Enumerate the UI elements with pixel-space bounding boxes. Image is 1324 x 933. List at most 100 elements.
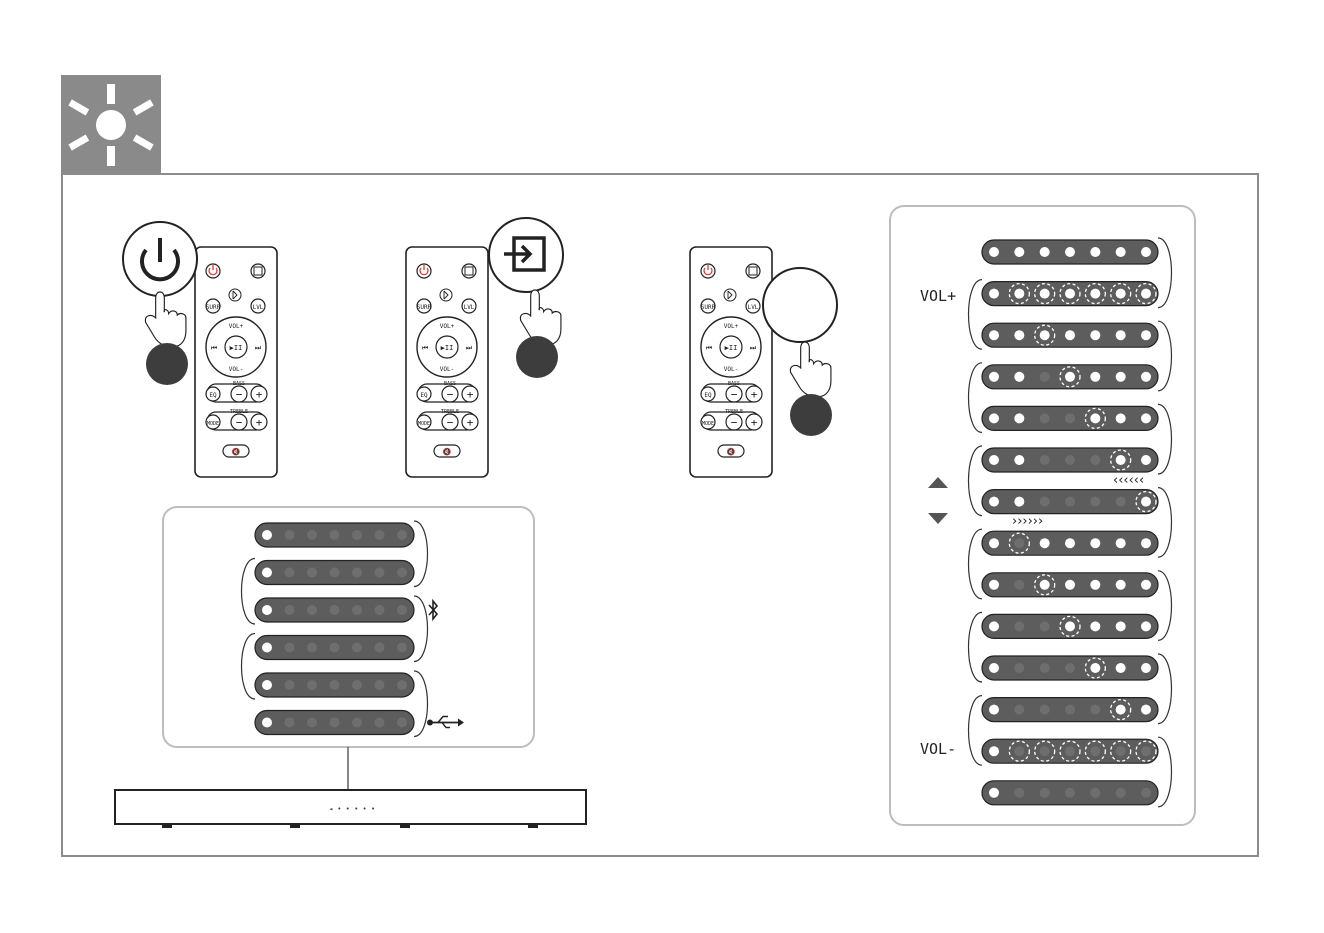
led-7: [397, 605, 407, 615]
treble-label: TREBLE: [725, 409, 743, 415]
play-pause-icon: ▶II: [441, 344, 454, 352]
led-2: [1014, 497, 1024, 507]
surr-button-label: SURR: [701, 304, 716, 311]
bass-label: BASS: [728, 381, 740, 387]
previous-icon: ⏮: [706, 344, 712, 352]
shift-right-arrows: ››››››: [1012, 514, 1043, 529]
treble-minus-label: −: [236, 416, 243, 429]
step-3-marker: [790, 394, 832, 436]
next-icon: ⏭: [750, 344, 757, 352]
lvl-button-label: LVL: [748, 304, 759, 311]
led-3: [1040, 621, 1050, 631]
led-1: [989, 330, 999, 340]
led-6: [375, 568, 385, 578]
volume-row-13: [982, 739, 1158, 763]
led-7: [1141, 455, 1151, 465]
led-5: [1090, 330, 1100, 340]
treble-minus-label: −: [731, 416, 738, 429]
led-1: [989, 497, 999, 507]
volume-row-5: [982, 406, 1158, 430]
led-1: [262, 605, 272, 615]
led-4: [1065, 247, 1075, 257]
led-2: [1014, 746, 1024, 756]
volume-row-4: [982, 365, 1158, 389]
led-4: [1065, 413, 1075, 423]
volume-row-2: [982, 282, 1158, 306]
volume-row-10: [982, 614, 1158, 638]
input-row-1: [255, 523, 414, 547]
vol-minus-label: VOL-: [920, 740, 956, 758]
mode-button-label: MODE: [418, 421, 430, 427]
bass-minus-label: −: [236, 388, 243, 401]
bass-plus-label: +: [256, 388, 263, 401]
led-4: [330, 643, 340, 653]
led-7: [1141, 413, 1151, 423]
led-2: [285, 530, 295, 540]
led-6: [1116, 663, 1126, 673]
treble-minus-label: −: [447, 416, 454, 429]
led-1: [989, 788, 999, 798]
led-1: [989, 663, 999, 673]
led-6: [1116, 538, 1126, 548]
led-2: [1014, 705, 1024, 715]
led-4: [330, 605, 340, 615]
surr-button-label: SURR: [206, 304, 221, 311]
step-1-callout: [123, 222, 197, 385]
led-4: [1065, 788, 1075, 798]
led-7: [1141, 330, 1151, 340]
led-5: [1090, 663, 1100, 673]
led-7: [1141, 372, 1151, 382]
led-1: [262, 718, 272, 728]
led-4: [1065, 580, 1075, 590]
treble-plus-label: +: [751, 416, 758, 429]
step-3-callout: [763, 268, 837, 436]
remote-2: SURRLVLVOL+VOL-▶II⏮⏭BASSTREBLEEQMODE−+−+…: [406, 247, 488, 477]
input-panel: [163, 507, 534, 747]
vol-plus-label: VOL+: [229, 323, 244, 330]
led-4: [1065, 538, 1075, 548]
vol-plus-label: VOL+: [724, 323, 739, 330]
eq-button-label: EQ: [704, 392, 712, 399]
led-6: [1116, 413, 1126, 423]
vol-minus-label: VOL-: [440, 366, 454, 373]
input-row-2: [255, 561, 414, 585]
bass-label: BASS: [233, 381, 245, 387]
led-5: [1090, 289, 1100, 299]
volume-row-3: [982, 323, 1158, 347]
volume-panel: VOL+ VOL- ‹‹‹‹‹‹ ››››››: [890, 206, 1195, 825]
led-3: [1040, 788, 1050, 798]
led-3: [1040, 247, 1050, 257]
volume-row-9: [982, 573, 1158, 597]
led-5: [352, 605, 362, 615]
led-7: [397, 568, 407, 578]
led-2: [285, 680, 295, 690]
led-3: [1040, 497, 1050, 507]
led-4: [330, 718, 340, 728]
led-4: [1065, 455, 1075, 465]
led-6: [1116, 330, 1126, 340]
led-4: [1065, 746, 1075, 756]
led-5: [352, 680, 362, 690]
play-pause-icon: ▶II: [230, 344, 243, 352]
led-3: [1040, 372, 1050, 382]
led-6: [1116, 621, 1126, 631]
led-6: [1116, 705, 1126, 715]
led-3: [1040, 330, 1050, 340]
mute-icon: 🔇: [232, 447, 241, 456]
led-2: [285, 568, 295, 578]
input-row-6: [255, 711, 414, 735]
next-icon: ⏭: [255, 344, 262, 352]
input-row-4: [255, 636, 414, 660]
led-2: [1014, 663, 1024, 673]
led-7: [1141, 580, 1151, 590]
eq-button-label: EQ: [209, 392, 217, 399]
led-6: [1116, 746, 1126, 756]
lvl-button-label: LVL: [253, 304, 264, 311]
previous-icon: ⏮: [422, 344, 428, 352]
led-3: [1040, 580, 1050, 590]
eq-button-label: EQ: [420, 392, 428, 399]
